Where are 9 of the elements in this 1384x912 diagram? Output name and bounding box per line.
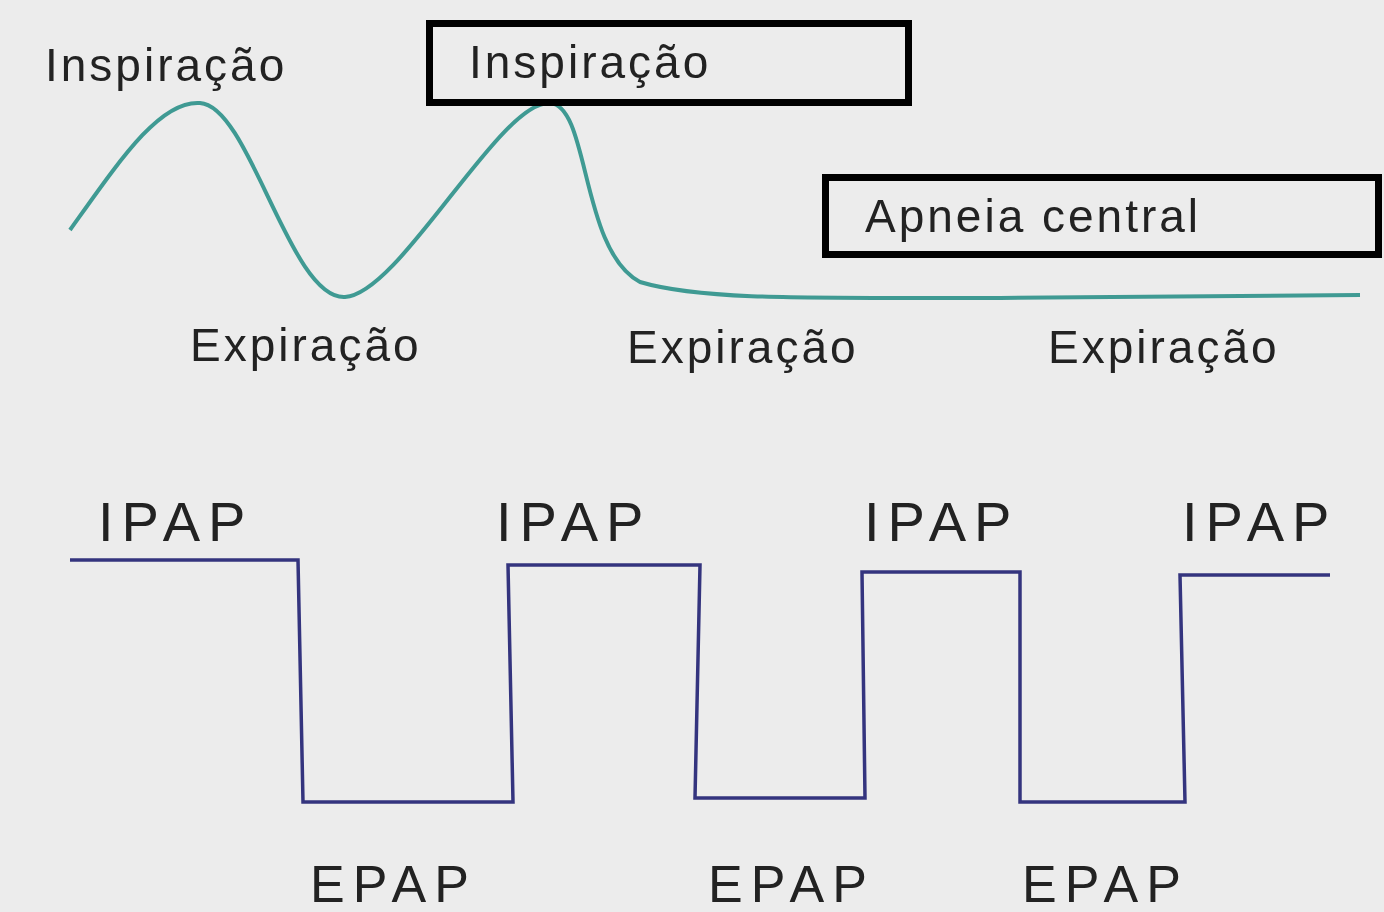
pressure-label: EPAP [1022, 858, 1189, 910]
pressure-label: IPAP [98, 494, 254, 550]
pressure-label: IPAP [1182, 494, 1338, 550]
text-box [822, 174, 1382, 258]
text-box [426, 20, 912, 106]
pressure-label: EPAP [310, 858, 477, 910]
pressure-label: EPAP [708, 858, 875, 910]
pressure-label: IPAP [864, 494, 1020, 550]
pressure-label: IPAP [496, 494, 652, 550]
